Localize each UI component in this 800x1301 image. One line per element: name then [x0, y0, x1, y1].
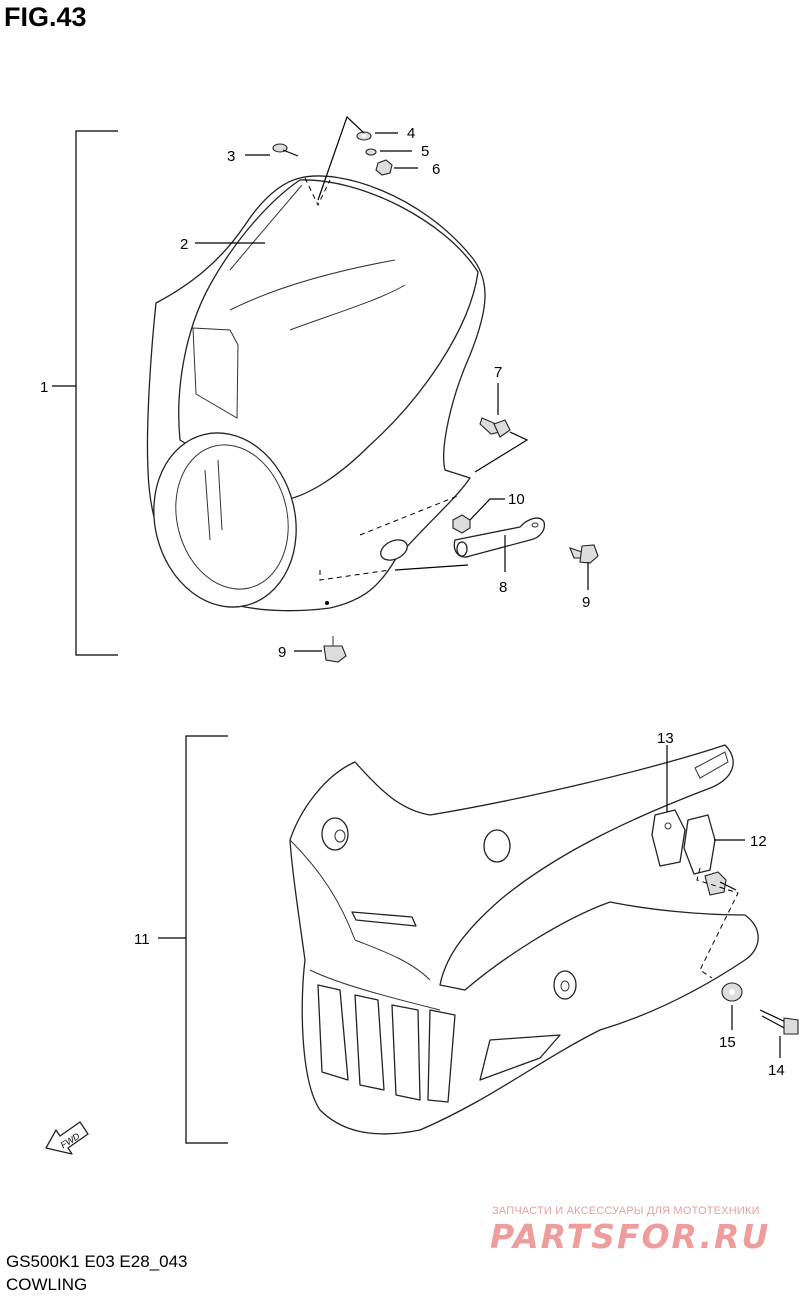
fwd-arrow-icon: FWD	[45, 1121, 89, 1155]
callout-2: 2	[180, 236, 188, 253]
assembly-1-bracket	[52, 130, 118, 656]
callout-10: 10	[508, 491, 525, 508]
nut-6	[375, 159, 393, 176]
callout-15: 15	[719, 1034, 736, 1051]
figure-title: FIG.43	[4, 2, 87, 32]
washer-15	[721, 982, 743, 1030]
bolt-lower	[704, 871, 737, 896]
callout-6: 6	[432, 161, 440, 178]
watermark-tagline: ЗАПЧАСТИ И АКСЕССУАРЫ ДЛЯ МОТОТЕХНИКИ	[492, 1205, 760, 1217]
screw-14	[759, 1009, 799, 1058]
nut-10	[452, 498, 505, 534]
bracket-13	[651, 745, 686, 867]
figure-name: COWLING	[6, 1275, 88, 1294]
callout-9-bottom: 9	[278, 644, 286, 661]
callout-11: 11	[134, 931, 150, 948]
callout-14: 14	[768, 1062, 785, 1079]
screw-9-right	[569, 544, 599, 590]
screw-9-bottom	[294, 636, 347, 663]
lock-washer-5	[365, 148, 377, 156]
leaders-top	[195, 132, 418, 244]
assembly-11-bracket	[158, 735, 228, 1144]
headlight-cowling	[146, 175, 486, 612]
callout-7: 7	[494, 364, 502, 381]
figure-code: GS500K1 E03 E28_043	[6, 1252, 188, 1271]
callout-3: 3	[227, 148, 235, 165]
callout-13: 13	[657, 730, 674, 747]
bracket-8	[394, 517, 546, 572]
callout-8: 8	[499, 579, 507, 596]
lower-cowl	[289, 744, 759, 1135]
callout-5: 5	[421, 143, 429, 160]
callout-12: 12	[750, 833, 767, 850]
callout-9-right: 9	[582, 594, 590, 611]
callout-4: 4	[407, 125, 415, 142]
callout-labels: 1 2 3 4 5 6 7 8 9 9 10 11 12 13 14 15	[40, 125, 785, 1079]
watermark-logo: PARTSFOR.RU	[490, 1217, 771, 1256]
callout-1: 1	[40, 379, 48, 396]
screw-3	[272, 143, 299, 157]
bolt-7	[474, 383, 529, 473]
washer-4	[356, 131, 372, 141]
bracket-12	[683, 814, 745, 875]
